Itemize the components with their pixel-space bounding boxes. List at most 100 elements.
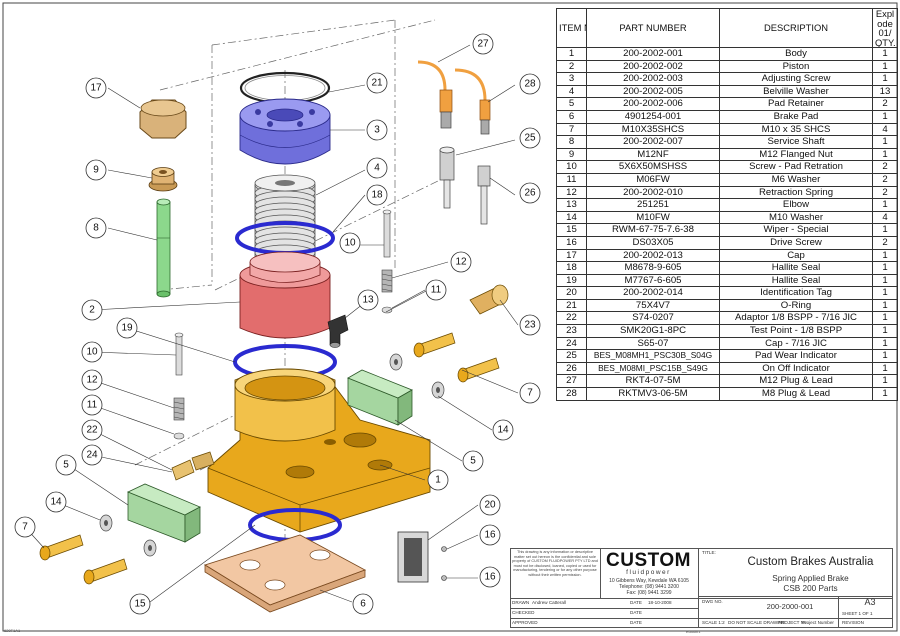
bom-item-number: 25 (556, 349, 587, 363)
approved-label: APPROVED (512, 620, 538, 625)
bom-item-number: 10 (556, 160, 587, 174)
svg-text:6: 6 (360, 599, 366, 610)
balloon-2: 2 (81, 299, 103, 321)
bom-quantity: 1 (872, 336, 898, 351)
bom-part-number: 251251 (586, 198, 720, 212)
svg-text:25: 25 (524, 133, 536, 144)
confidentiality-note: This drawing is any information or descr… (512, 550, 598, 577)
balloon-19: 19 (116, 317, 138, 339)
part-9-nut (148, 167, 178, 192)
svg-text:24: 24 (86, 450, 98, 461)
svg-text:22: 22 (86, 425, 98, 436)
bom-description: Screw - Pad Retration (719, 160, 873, 174)
sheet-count: SHEET 1 OF 1 (842, 611, 873, 616)
bom-part-number: 200-2002-010 (586, 185, 720, 200)
bom-description: Identification Tag (719, 286, 873, 300)
bom-part-number: 200-2002-014 (586, 286, 720, 300)
bom-quantity: 1 (872, 135, 898, 149)
drawn-date: 18-10-2008 (648, 600, 672, 605)
svg-text:11: 11 (431, 285, 442, 296)
bom-description: Retraction Spring (719, 185, 873, 200)
bom-item-number: 19 (556, 273, 587, 288)
balloon-28: 28 (519, 73, 541, 95)
bom-item-number: 23 (556, 324, 587, 338)
part-5-pad-retainer-left (127, 483, 201, 543)
bom-quantity: 1 (872, 374, 898, 389)
bom-quantity: 2 (872, 172, 898, 187)
bom-item-number: 11 (556, 172, 587, 187)
balloon-25: 25 (519, 127, 541, 149)
drawn-label: DRAWN (512, 600, 530, 605)
part-27-m12-plug-lead (417, 60, 453, 129)
bom-header-part-number: PART NUMBER (586, 8, 720, 48)
company-logo-subtitle: fluidpower (626, 569, 671, 576)
bom-description: M10 Washer (719, 210, 873, 225)
scale-label: SCALE 1:2 (702, 620, 725, 625)
bom-description: Pad Retainer (719, 97, 873, 111)
bom-quantity: 2 (872, 160, 898, 174)
bom-quantity: 4 (872, 122, 898, 137)
bom-item-number: 15 (556, 223, 587, 237)
bom-item-number: 13 (556, 198, 587, 212)
bom-quantity: 1 (872, 261, 898, 275)
bom-description: Brake Pad (719, 109, 873, 124)
bom-part-number: 200-2002-002 (586, 59, 720, 74)
bom-quantity: 1 (872, 248, 898, 263)
balloon-4: 4 (366, 157, 388, 179)
balloon-20: 20 (479, 494, 501, 516)
svg-text:7: 7 (22, 522, 28, 533)
svg-text:16: 16 (484, 572, 496, 583)
company-logo: CUSTOM (606, 550, 691, 571)
bom-item-number: 6 (556, 109, 587, 124)
bom-part-number: DS03X05 (586, 235, 720, 250)
bom-description: Hallite Seal (719, 261, 873, 275)
balloon-3: 3 (366, 119, 388, 141)
bom-part-number: M12NF (586, 147, 720, 162)
part-6-brake-pad (203, 534, 367, 613)
bom-quantity: 4 (872, 210, 898, 225)
bom-description: O-Ring (719, 298, 873, 313)
svg-text:3: 3 (374, 125, 380, 136)
part-5-pad-retainer-right (347, 369, 413, 426)
balloon-12b: 12 (81, 369, 103, 391)
balloon-14b: 14 (492, 419, 514, 441)
bom-header-item: ITEM NO. (556, 8, 587, 48)
balloon-17: 17 (85, 77, 107, 99)
part-1-body (207, 368, 431, 533)
balloon-14: 14 (45, 491, 67, 513)
bom-description: M6 Washer (719, 172, 873, 187)
leader-lines (24, 44, 519, 603)
bom-quantity: 1 (872, 273, 898, 288)
balloon-11b: 11 (81, 394, 103, 416)
item-balloons: 1 2 3 4 5 5 6 7 7 8 9 10 10 11 11 12 12 … (14, 33, 541, 615)
address-line-2: Telephone: (08) 9441 3200 (619, 584, 679, 590)
bom-item-number: 27 (556, 374, 587, 389)
bom-item-number: 4 (556, 84, 587, 99)
balloon-15: 15 (129, 593, 151, 615)
bom-item-number: 22 (556, 311, 587, 326)
bom-header-description: DESCRIPTION (719, 8, 873, 48)
svg-text:27: 27 (477, 39, 489, 50)
svg-text:12: 12 (86, 375, 98, 386)
bom-part-number: M7767-6-605 (586, 273, 720, 288)
bom-item-number: 1 (556, 47, 587, 61)
svg-text:2: 2 (89, 305, 95, 316)
bom-item-number: 18 (556, 261, 587, 275)
balloon-23: 23 (519, 314, 541, 336)
svg-text:20: 20 (484, 500, 496, 511)
balloon-16b: 16 (479, 566, 501, 588)
bom-quantity: 1 (872, 47, 898, 61)
balloon-26: 26 (519, 182, 541, 204)
